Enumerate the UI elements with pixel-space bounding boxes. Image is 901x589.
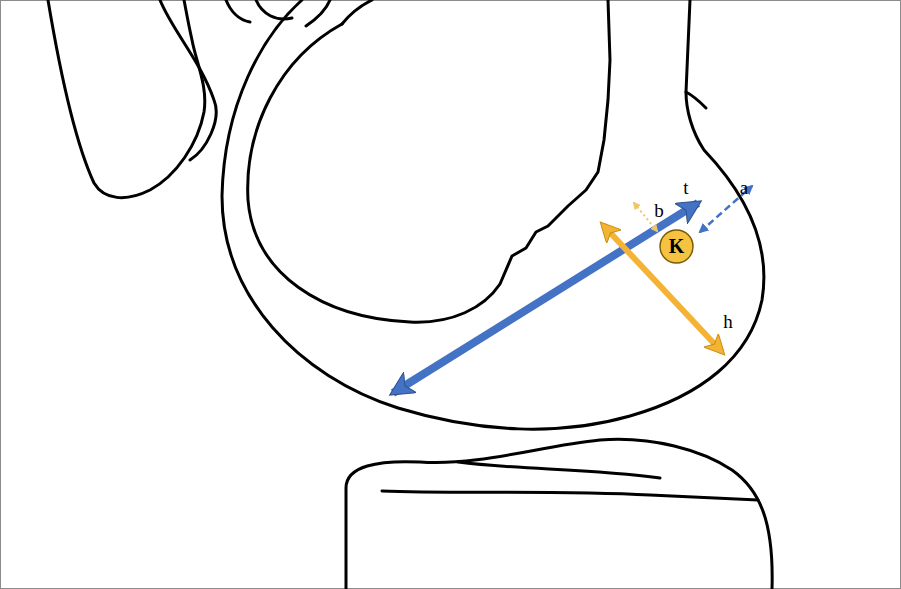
tibia-outline [346,439,772,589]
dimension-label: t [683,177,688,199]
patella-edge [160,0,216,160]
marker-circle: K [659,229,694,264]
dimension-label: a [740,177,748,199]
circle-fill [660,230,693,263]
patella-outline [48,0,205,198]
notch-roof-line [306,0,330,26]
dimension-label: h [723,311,733,333]
measure-arrow-t [393,203,698,393]
intercondylar-outline [248,0,610,322]
femur-cortex-line [686,92,706,108]
tibial-plateau-line [382,491,758,500]
meniscus-line [458,462,660,478]
node-label: K [659,229,694,264]
dimension-label: b [654,200,664,222]
femoral-condyle-outline [222,0,764,429]
measure-arrow-h [603,225,722,352]
cortex-inner-arc [342,0,372,24]
measure-arrow-b [634,203,657,231]
femur-shaft-line [226,0,250,22]
